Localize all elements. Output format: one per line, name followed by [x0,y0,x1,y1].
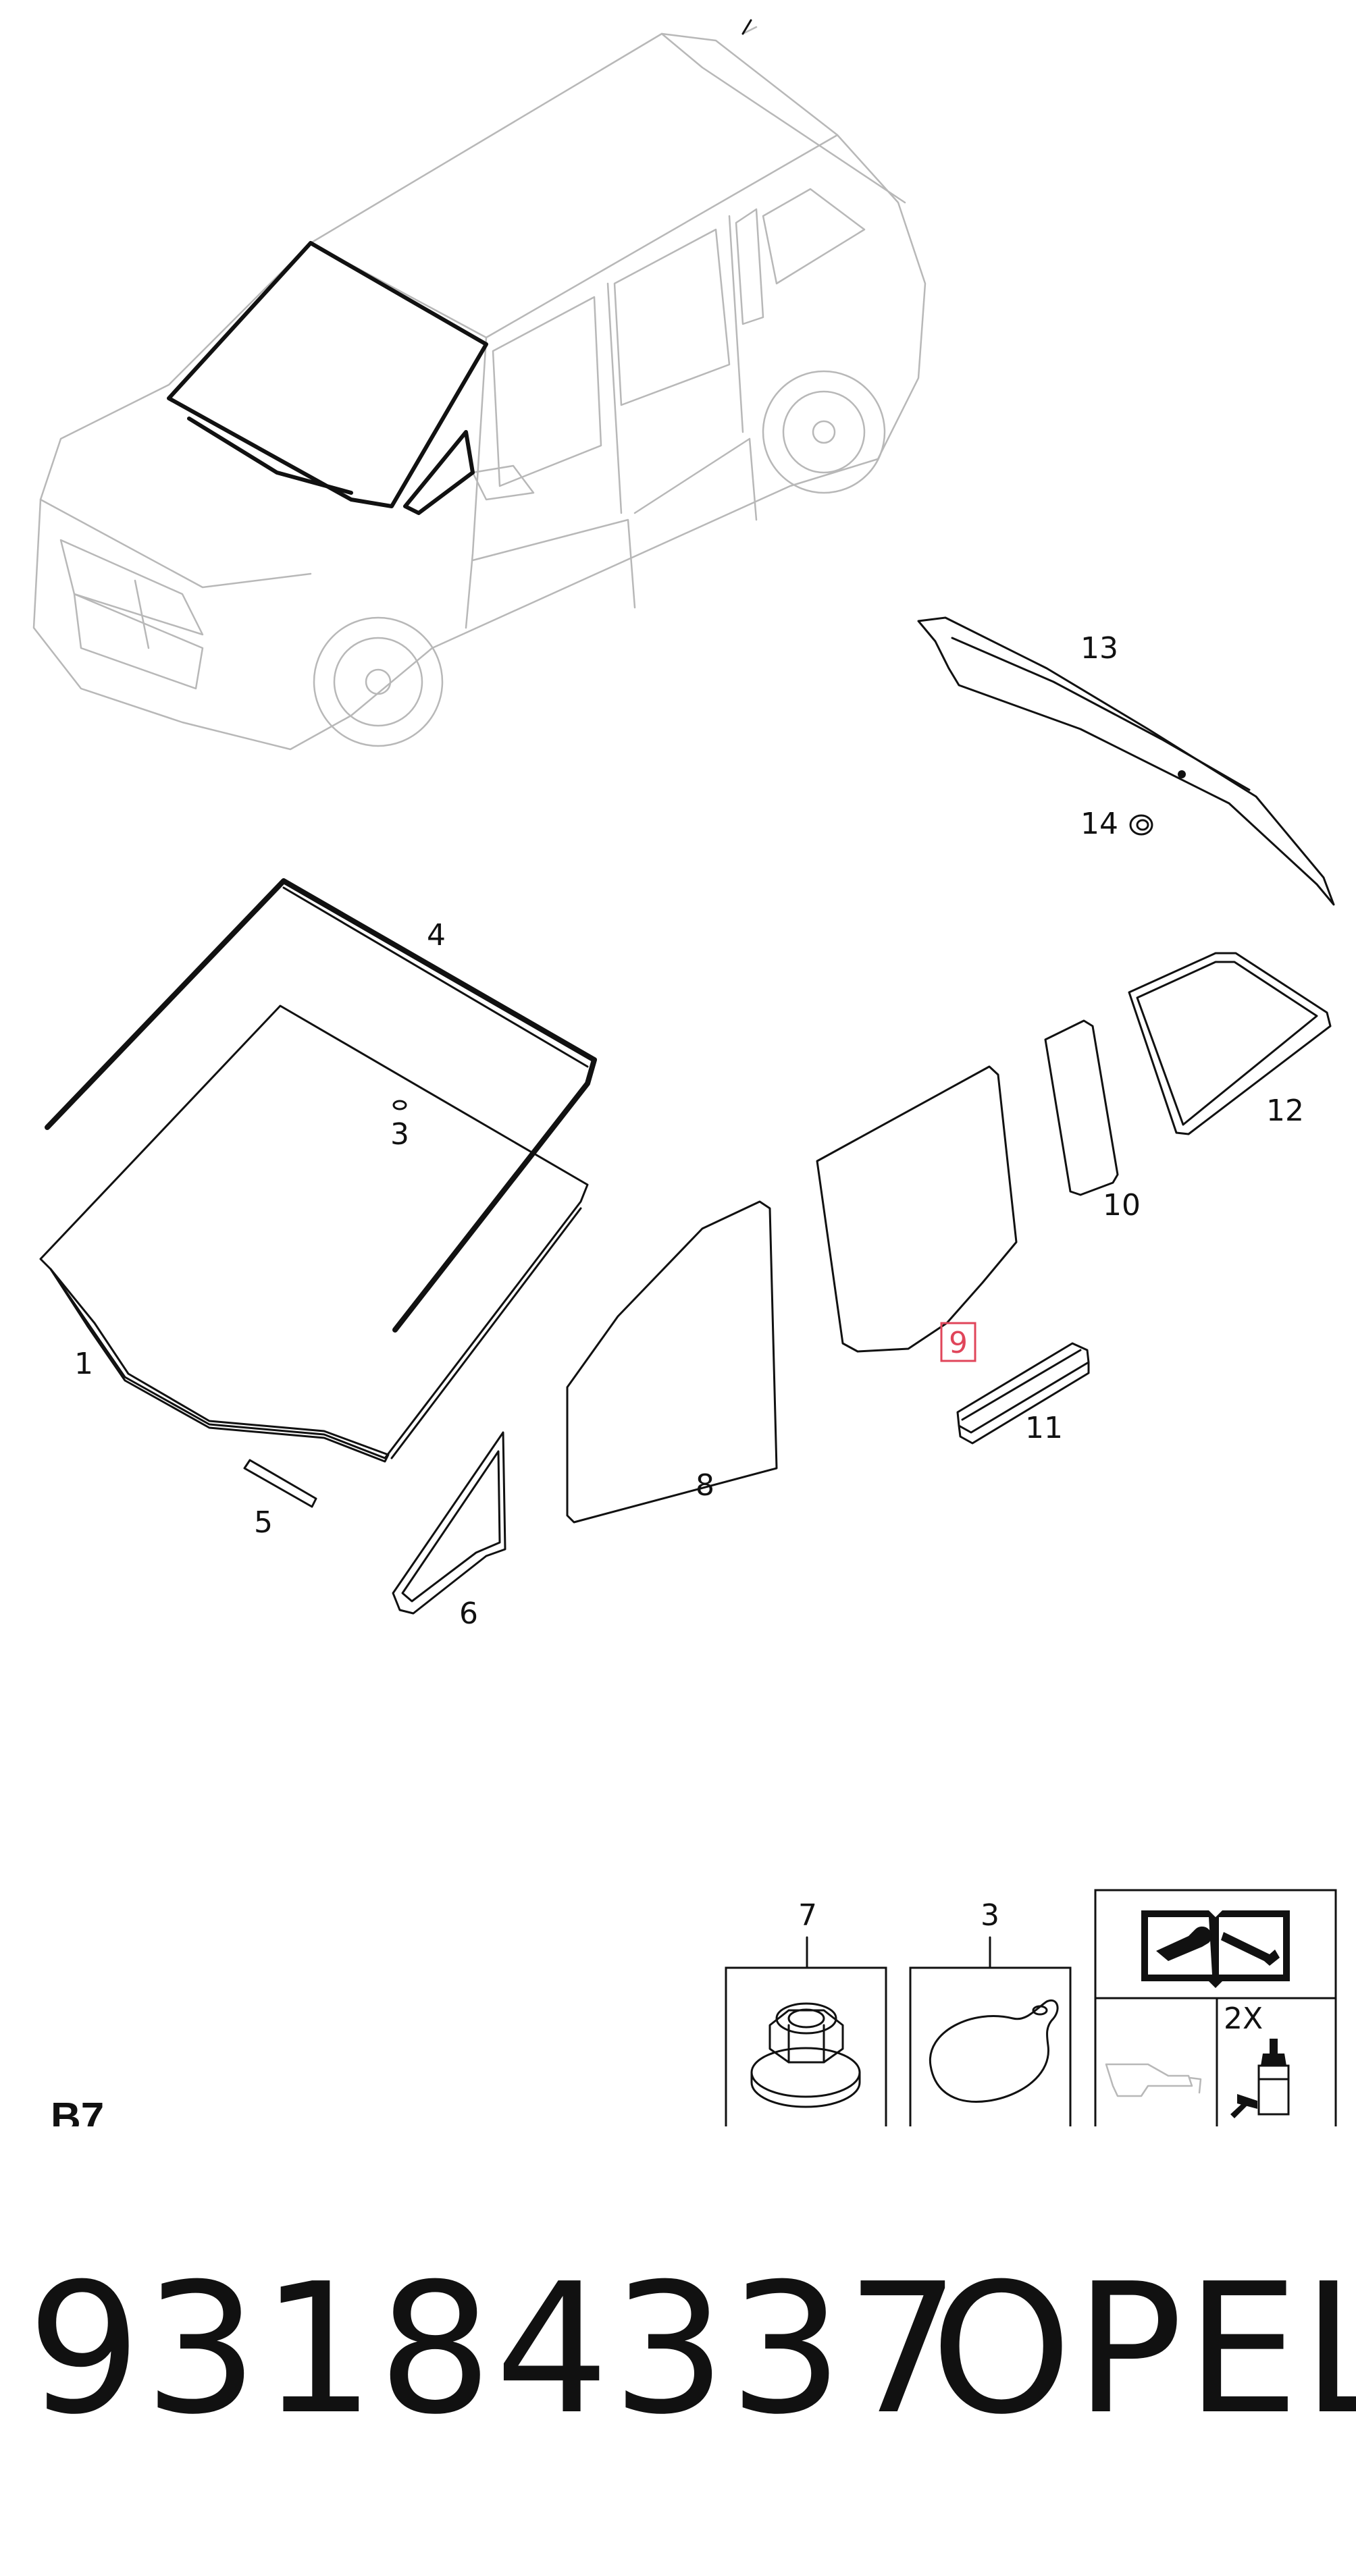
part-11-channel [956,1342,1090,1445]
callout-13: 13 [1080,631,1118,666]
callout-6: 6 [459,1596,478,1631]
callout-14: 14 [1080,807,1118,841]
callout-11: 11 [1025,1411,1063,1445]
service-info-box: 2X [1094,1889,1337,2126]
parts-diagram: 1 3 4 5 6 8 9 10 11 12 13 14 B7 7 3 [32,19,1337,2126]
detail-box-7: 7 [725,1898,887,2126]
callout-12: 12 [1266,1094,1304,1128]
callout-4: 4 [427,918,446,952]
adhesive-tray-icon [1105,2063,1202,2097]
part-5-strip [243,1459,317,1508]
brand-name: OPEL [931,2245,1356,2454]
callout-9-highlight [940,1322,976,1362]
part-13-rear-glass [917,616,1335,906]
part-14-clip [1129,814,1153,836]
footer: 93184337 OPEL [0,2248,1356,2450]
part-8-front-door-glass [566,1200,778,1524]
vehicle-illustration [32,26,927,751]
part-4-moulding [45,878,597,1333]
part-12-side-glass [1128,952,1332,1135]
callout-10: 10 [1103,1188,1141,1223]
quantity-note: 2X [1224,2002,1263,2036]
callout-9[interactable]: 9 [949,1326,968,1360]
callout-1: 1 [74,1347,93,1381]
leader-lines [741,19,752,35]
section-code: B7 [51,2095,104,2126]
part-number: 93184337 [27,2245,963,2454]
part-6-quarter-glass [392,1431,506,1615]
repair-manual-icon [1141,1910,1290,1988]
callout-3: 3 [390,1117,409,1152]
adhesive-cartridge-icon [1230,2039,1290,2118]
callout-8: 8 [696,1468,714,1503]
detail-label-7: 7 [798,1898,817,1933]
detail-box-3: 3 [909,1898,1072,2126]
part-10-fixed-glass [1044,1019,1119,1196]
callout-5: 5 [254,1505,273,1540]
part-9-rear-door-glass [816,1065,1018,1353]
part-3-pad-on-glass [392,1100,407,1110]
part-1-windshield [39,1004,589,1463]
detail-label-3: 3 [981,1898,999,1933]
